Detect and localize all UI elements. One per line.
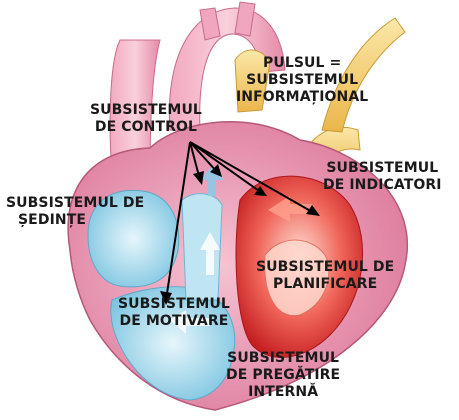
label-training: SUBSISTEMUL DE PREGĂTIRE INTERNĂ — [226, 350, 340, 401]
label-motivation: SUBSISTEMUL DE MOTIVARE — [118, 296, 230, 330]
label-meetings: SUBSISTEMUL DE ȘEDINȚE — [6, 195, 144, 229]
label-pulse: PULSUL = SUBSISTEMUL INFORMAȚIONAL — [236, 55, 368, 106]
label-indicators: SUBSISTEMUL DE INDICATORI — [323, 160, 442, 194]
label-planning: SUBSISTEMUL DE PLANIFICARE — [256, 259, 394, 293]
label-control: SUBSISTEMUL DE CONTROL — [90, 102, 202, 136]
